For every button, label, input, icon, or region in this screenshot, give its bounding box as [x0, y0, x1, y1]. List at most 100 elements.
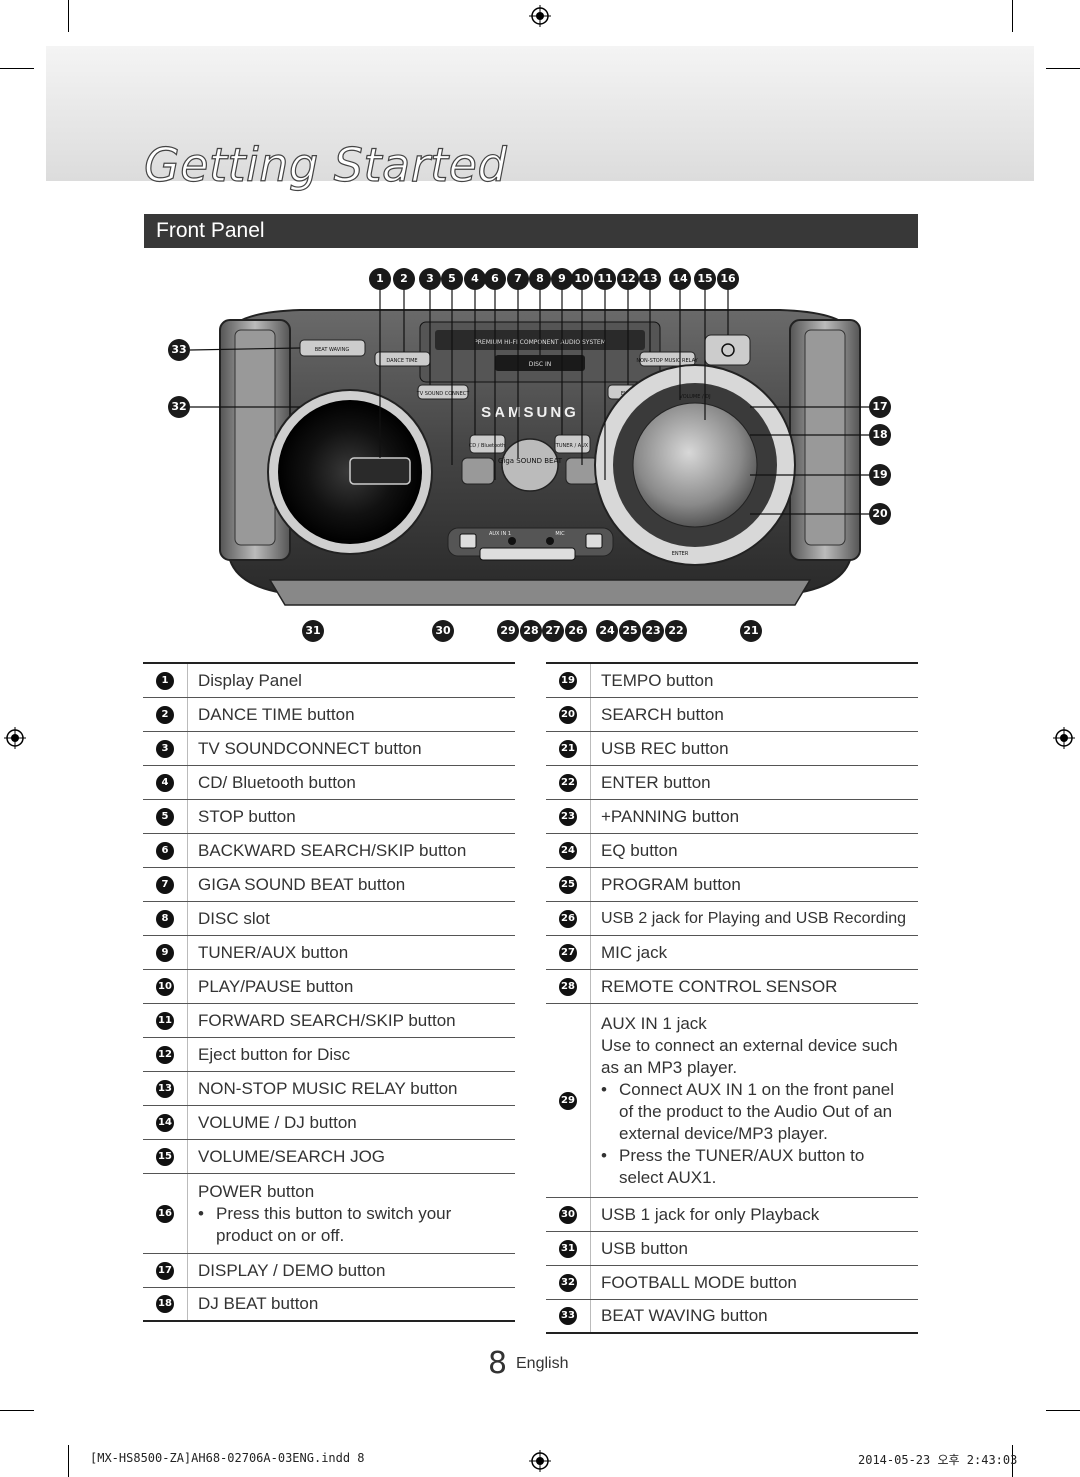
- callout-4: 4: [464, 268, 486, 290]
- page-title: Getting Started: [143, 137, 508, 192]
- item-label: EQ button: [601, 840, 678, 860]
- item-number: 24: [559, 841, 577, 860]
- item-label: TEMPO button: [601, 670, 714, 690]
- item-label: Eject button for Disc: [198, 1044, 351, 1064]
- item-label: NON-STOP MUSIC RELAY button: [198, 1078, 458, 1098]
- item-label: TUNER/AUX button: [198, 942, 349, 962]
- callout-13: 13: [639, 268, 661, 290]
- footer-file-info: [MX-HS8500-ZA]AH68-02706A-03ENG.indd 8: [90, 1451, 365, 1465]
- item-number: 2: [156, 705, 174, 724]
- item-label: REMOTE CONTROL SENSOR: [601, 976, 838, 996]
- item-number: 13: [156, 1079, 174, 1098]
- item-number: 4: [156, 773, 174, 792]
- item-label: PLAY/PAUSE button: [198, 976, 354, 996]
- giga-label: Giga SOUND BEAT: [498, 457, 563, 465]
- item-bullet: Press the TUNER/AUX button to select AUX…: [619, 1145, 865, 1187]
- callout-26: 26: [565, 620, 587, 642]
- item-label: USB button: [601, 1238, 688, 1258]
- item-bullet: Press this button to switch your product…: [216, 1203, 452, 1245]
- crop-mark: [0, 68, 34, 69]
- callout-8: 8: [529, 268, 551, 290]
- tv-soundconnect-label: TV SOUND CONNECT: [416, 391, 471, 397]
- item-label: CD/ Bluetooth button: [198, 772, 356, 792]
- item-number: 11: [156, 1011, 174, 1030]
- list-item: 27 MIC jack: [546, 936, 918, 970]
- item-label: USB 2 jack for Playing and USB Recording: [601, 909, 907, 927]
- item-number: 10: [156, 977, 174, 996]
- callout-1: 1: [369, 268, 391, 290]
- item-number: 27: [559, 943, 577, 962]
- item-label: BACKWARD SEARCH/SKIP button: [198, 840, 467, 860]
- list-item: 32 FOOTBALL MODE button: [546, 1266, 918, 1300]
- callout-20: 20: [869, 503, 891, 525]
- item-label: USB 1 jack for only Playback: [601, 1204, 820, 1224]
- item-number: 12: [156, 1045, 174, 1064]
- item-label: +PANNING button: [601, 806, 740, 826]
- list-item: 18 DJ BEAT button: [143, 1288, 515, 1322]
- list-item: 8 DISC slot: [143, 902, 515, 936]
- item-label: FOOTBALL MODE button: [601, 1272, 797, 1292]
- callout-24: 24: [596, 620, 618, 642]
- item-label: MIC jack: [601, 942, 668, 962]
- bullet-icon: •: [601, 1079, 607, 1099]
- item-number: 8: [156, 909, 174, 928]
- tuner-aux-label: TUNER / AUX: [555, 443, 589, 449]
- crop-mark: [0, 1410, 34, 1411]
- callout-19: 19: [869, 464, 891, 486]
- item-label: USB REC button: [601, 738, 729, 758]
- callout-7: 7: [507, 268, 529, 290]
- item-number: 30: [559, 1205, 577, 1224]
- item-number: 14: [156, 1113, 174, 1132]
- item-number: 9: [156, 943, 174, 962]
- item-label: SEARCH button: [601, 704, 724, 724]
- list-item: 29 AUX IN 1 jack Use to connect an exter…: [546, 1004, 918, 1198]
- item-label: DJ BEAT button: [198, 1294, 319, 1313]
- item-number: 20: [559, 705, 577, 724]
- callout-27: 27: [542, 620, 564, 642]
- callout-22: 22: [665, 620, 687, 642]
- item-label: DISPLAY / DEMO button: [198, 1260, 386, 1280]
- item-label: VOLUME / DJ button: [198, 1112, 357, 1132]
- item-number: 26: [559, 909, 577, 928]
- item-number: 33: [559, 1307, 577, 1325]
- list-item: 14 VOLUME / DJ button: [143, 1106, 515, 1140]
- list-item: 16 POWER button •Press this button to sw…: [143, 1174, 515, 1254]
- item-number: 1: [156, 671, 174, 690]
- item-label: POWER button: [198, 1181, 315, 1201]
- mic-label: MIC: [555, 531, 565, 537]
- item-number: 18: [156, 1295, 174, 1313]
- crop-mark: [1046, 1410, 1080, 1411]
- item-label: DISC slot: [198, 908, 270, 928]
- list-item: 12 Eject button for Disc: [143, 1038, 515, 1072]
- list-item: 9 TUNER/AUX button: [143, 936, 515, 970]
- list-item: 4 CD/ Bluetooth button: [143, 766, 515, 800]
- callout-5: 5: [441, 268, 463, 290]
- registration-mark-icon: [529, 5, 551, 27]
- item-label: VOLUME/SEARCH JOG: [198, 1146, 386, 1166]
- enter-label: ENTER: [672, 551, 689, 557]
- item-number: 15: [156, 1147, 174, 1166]
- item-label: FORWARD SEARCH/SKIP button: [198, 1010, 456, 1030]
- list-item: 30 USB 1 jack for only Playback: [546, 1198, 918, 1232]
- callout-16: 16: [717, 268, 739, 290]
- item-number: 32: [559, 1273, 577, 1292]
- cd-bt-label: CD / Bluetooth: [469, 443, 505, 449]
- item-number: 5: [156, 807, 174, 826]
- registration-mark-icon: [529, 1450, 551, 1472]
- item-number: 16: [156, 1204, 174, 1223]
- section-title: Front Panel: [144, 214, 918, 248]
- callout-6: 6: [484, 268, 506, 290]
- list-item: 23+PANNING button: [546, 800, 918, 834]
- dance-time-label: DANCE TIME: [386, 358, 417, 364]
- footer-date: 2014-05-23 오후 2:43:03: [858, 1453, 1018, 1467]
